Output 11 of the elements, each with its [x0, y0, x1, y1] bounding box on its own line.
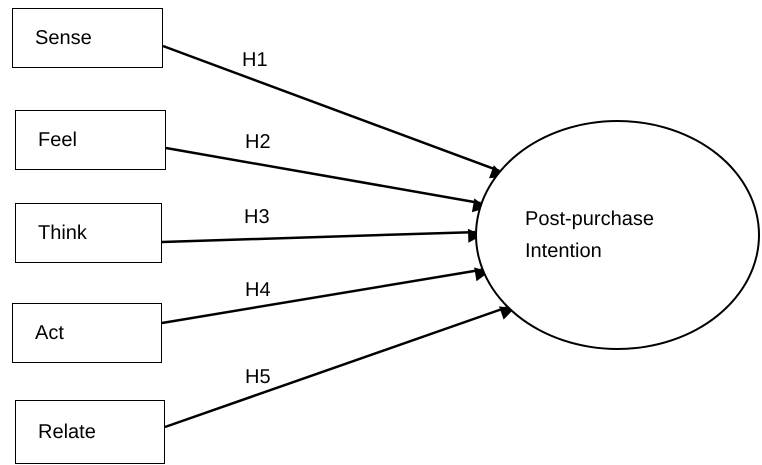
node-label: Feel — [38, 128, 77, 152]
node-label: Relate — [38, 420, 96, 444]
node-label: Post-purchase Intention — [525, 207, 655, 264]
construct-box — [12, 303, 162, 363]
construct-box — [15, 110, 166, 170]
node-label: Act — [35, 322, 64, 344]
node-label: Sense — [35, 26, 92, 50]
construct-box — [15, 203, 162, 263]
node-label: Think — [38, 222, 87, 244]
construct-box — [12, 8, 163, 68]
construct-box — [15, 400, 165, 464]
